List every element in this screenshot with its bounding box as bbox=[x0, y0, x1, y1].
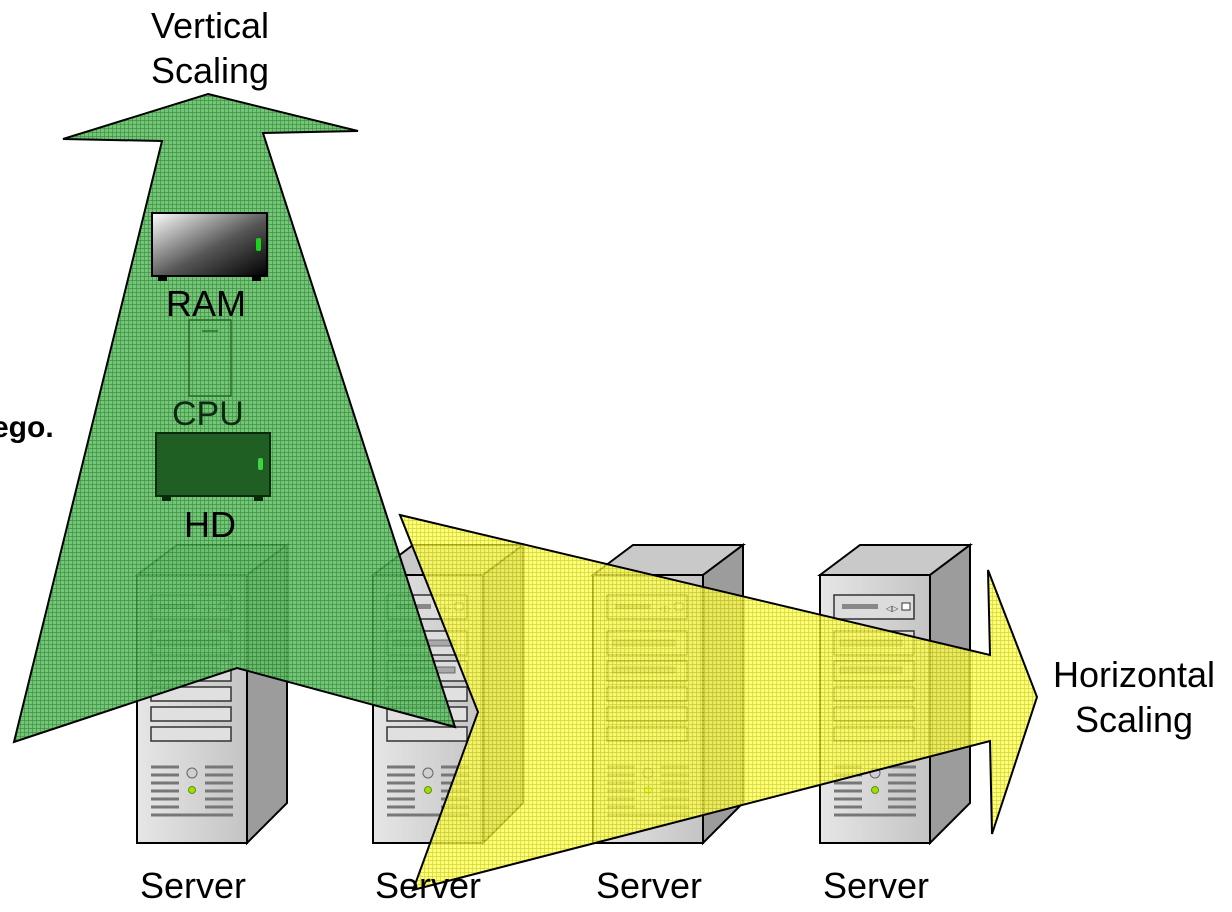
vertical-scaling-arrow bbox=[12, 92, 457, 744]
server-label: Server bbox=[596, 865, 702, 906]
horizontal-scaling-label-line1: Horizontal bbox=[1053, 654, 1215, 695]
vertical-scaling-label-line2: Scaling bbox=[151, 50, 269, 91]
cpu-icon bbox=[188, 319, 232, 397]
cpu-label: CPU bbox=[172, 395, 244, 433]
server-label: Server bbox=[823, 865, 929, 906]
cut-off-text: ego. bbox=[0, 411, 54, 444]
server-label: Server bbox=[140, 865, 246, 906]
ram-icon bbox=[151, 212, 268, 281]
horizontal-scaling-arrow bbox=[398, 513, 1039, 892]
server-label: Server bbox=[375, 865, 481, 906]
vertical-scaling-label-line1: Vertical bbox=[151, 5, 269, 46]
horizontal-scaling-label-line2: Scaling bbox=[1075, 699, 1193, 740]
hd-label: HD bbox=[184, 504, 236, 545]
ram-label: RAM bbox=[166, 283, 246, 324]
hd-icon bbox=[155, 432, 271, 501]
